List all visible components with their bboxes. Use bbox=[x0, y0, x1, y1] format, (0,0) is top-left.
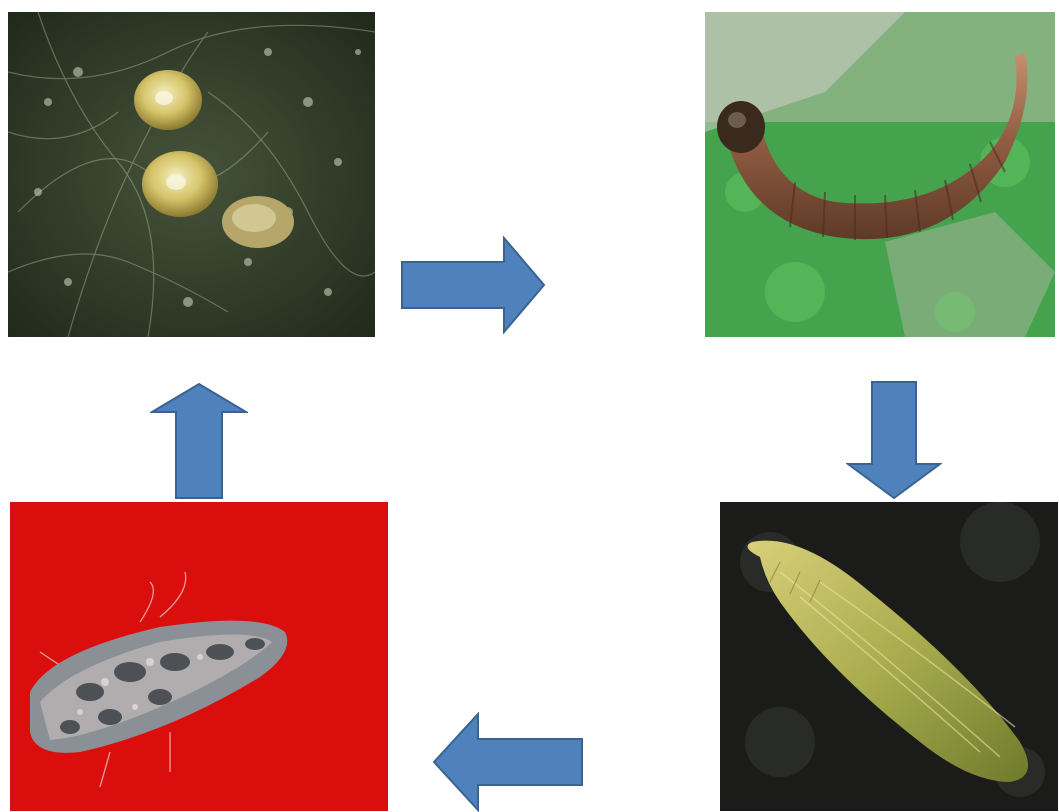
egg-cluster-icon bbox=[8, 12, 375, 337]
moth-adult-icon bbox=[10, 502, 388, 811]
pupa-stage-image bbox=[720, 502, 1058, 811]
adult-stage-image bbox=[10, 502, 388, 811]
larva-stage-image bbox=[705, 12, 1055, 337]
egg-stage-image bbox=[8, 12, 375, 337]
pupa-icon bbox=[720, 502, 1058, 811]
arrow-up-icon bbox=[150, 382, 248, 500]
arrow-down-icon bbox=[846, 380, 942, 500]
arrow-right-icon bbox=[400, 236, 546, 334]
arrow-left-icon bbox=[432, 712, 584, 812]
caterpillar-larva-icon bbox=[705, 12, 1055, 337]
